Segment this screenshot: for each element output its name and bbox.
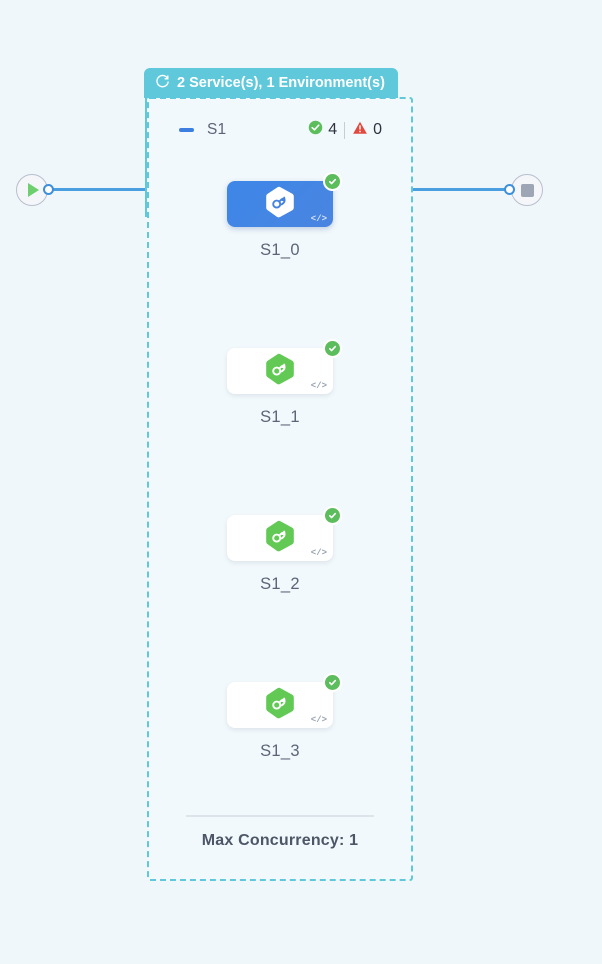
- check-circle-icon: [323, 339, 342, 358]
- edge-group-to-end[interactable]: [412, 188, 514, 191]
- service-node-card[interactable]: </>: [227, 172, 342, 227]
- service-node-label: S1_2: [260, 575, 300, 593]
- success-status: 4: [308, 120, 337, 140]
- code-icon: </>: [310, 715, 327, 725]
- group-title-row: S1 4 0: [178, 118, 382, 142]
- check-circle-icon: [323, 172, 342, 191]
- start-node[interactable]: [16, 174, 48, 206]
- edge-start-to-group[interactable]: [48, 188, 148, 191]
- check-circle-icon: [323, 673, 342, 692]
- end-node[interactable]: [511, 174, 543, 206]
- refresh-loop-icon: [155, 74, 170, 93]
- max-concurrency-label: Max Concurrency: 1: [201, 832, 359, 849]
- service-node-label: S1_0: [260, 241, 300, 259]
- success-count: 4: [328, 121, 338, 138]
- service-node-1[interactable]: </> S1_1: [227, 339, 342, 427]
- error-count: 0: [373, 121, 382, 138]
- hexagon-infinity-icon: [265, 520, 295, 557]
- group-header[interactable]: 2 Service(s), 1 Environment(s): [144, 68, 398, 98]
- service-node-3[interactable]: </> S1_3: [227, 673, 342, 761]
- code-icon: </>: [310, 214, 327, 224]
- stop-square-icon: [520, 183, 534, 197]
- check-circle-icon: [323, 506, 342, 525]
- hexagon-infinity-icon: [265, 687, 295, 724]
- group-footer-divider: [186, 815, 374, 817]
- service-node-card[interactable]: </>: [227, 506, 342, 561]
- service-node-2[interactable]: </> S1_2: [227, 506, 342, 594]
- service-node-card[interactable]: </>: [227, 339, 342, 394]
- check-circle-icon: [308, 120, 323, 140]
- error-status: 0: [352, 120, 382, 141]
- start-node-output-port[interactable]: [43, 184, 54, 195]
- service-node-label: S1_3: [260, 742, 300, 760]
- status-badge: 4 0: [308, 120, 382, 141]
- play-icon: [28, 183, 39, 197]
- minus-icon[interactable]: [178, 122, 194, 138]
- code-icon: </>: [310, 381, 327, 391]
- service-group-container[interactable]: [147, 97, 413, 881]
- service-node-0[interactable]: </> S1_0: [227, 172, 342, 260]
- group-name: S1: [207, 121, 227, 138]
- service-node-label: S1_1: [260, 408, 300, 426]
- group-header-label: 2 Service(s), 1 Environment(s): [177, 75, 385, 91]
- hexagon-infinity-icon: [265, 186, 295, 223]
- status-divider: [344, 121, 346, 139]
- end-node-input-port[interactable]: [504, 184, 515, 195]
- code-icon: </>: [310, 548, 327, 558]
- service-node-card[interactable]: </>: [227, 673, 342, 728]
- hexagon-infinity-icon: [265, 353, 295, 390]
- warning-triangle-icon: [352, 120, 368, 141]
